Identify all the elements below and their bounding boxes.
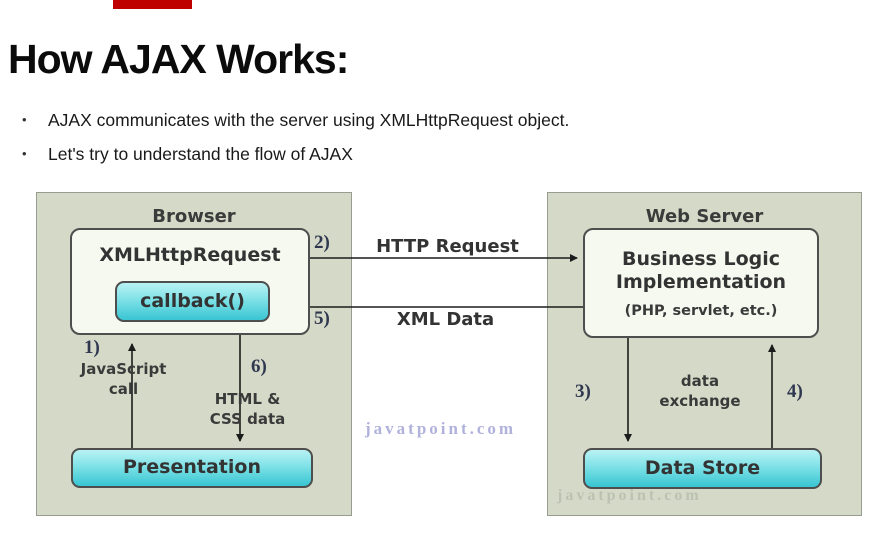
xmlhttprequest-label: XMLHttpRequest [99,244,281,266]
step-2-number: 2) [314,232,330,253]
watermark-javatpoint-middle: javatpoint.com [365,419,517,438]
step-6-number: 6) [251,356,267,377]
html-css-line2: CSS data [209,409,286,428]
callback-node: callback() [115,281,270,322]
red-accent-bar [113,0,192,9]
bullet-icon: • [22,112,27,127]
step-3-number: 3) [575,381,591,402]
bullet-item: • AJAX communicates with the server usin… [22,110,569,131]
business-logic-label-line1: Business Logic [621,248,780,270]
data-store-label: Data Store [644,457,761,479]
business-logic-label-line2: Implementation [615,270,787,293]
presentation-label: Presentation [123,456,261,478]
http-request-label: HTTP Request [376,236,519,257]
xml-data-label: XML Data [396,309,495,330]
data-exchange-line2: exchange [659,391,741,410]
step-4-number: 4) [787,381,803,402]
step-1-number: 1) [84,337,100,358]
page-title: How AJAX Works: [8,36,349,82]
bullet-text: Let's try to understand the flow of AJAX [48,144,353,164]
javascript-call-line2: call [108,379,139,398]
data-exchange-line1: data [680,372,720,390]
bullet-icon: • [22,146,27,161]
presentation-node: Presentation [71,448,313,488]
callback-label: callback() [140,290,245,312]
html-css-data-label: HTML & CSS data [190,390,305,429]
web-server-panel-label: Web Server [645,206,764,227]
bullet-item: • Let's try to understand the flow of AJ… [22,144,353,165]
watermark-javatpoint-bottom: javatpoint.com [557,487,702,504]
step-5-number: 5) [314,308,330,329]
data-exchange-label: data exchange [650,372,750,411]
javascript-call-line1: JavaScript [80,360,167,378]
business-logic-node: Business Logic Implementation (PHP, serv… [583,228,819,338]
bullet-text: AJAX communicates with the server using … [48,110,570,130]
browser-panel-label: Browser [152,206,236,227]
javascript-call-label: JavaScript call [66,360,181,399]
business-logic-subtitle: (PHP, servlet, etc.) [624,302,778,319]
html-css-line1: HTML & [214,390,281,408]
data-store-node: Data Store [583,448,822,489]
